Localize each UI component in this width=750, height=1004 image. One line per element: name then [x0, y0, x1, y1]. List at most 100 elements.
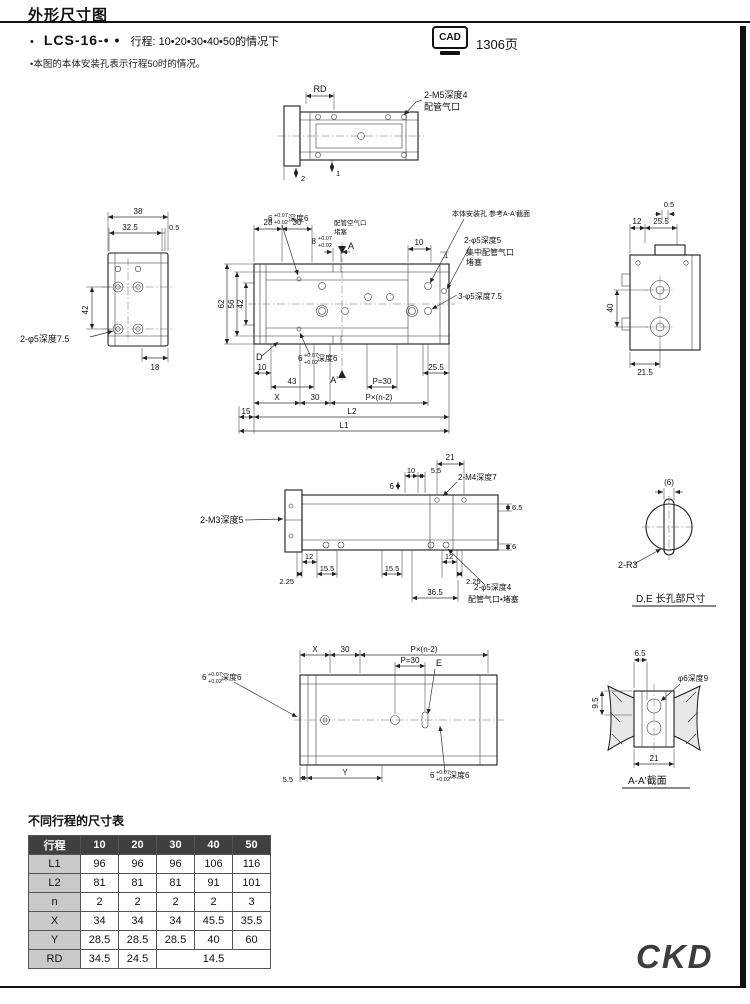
- dim-30: 30: [293, 218, 302, 227]
- cad-icon-label: CAD: [439, 32, 461, 43]
- table-cell: 60: [232, 930, 271, 950]
- ckd-logo: CKD: [636, 938, 714, 975]
- page-title: 外形尺寸图: [28, 7, 109, 24]
- table-cell: 3: [232, 892, 271, 912]
- top-view-drawing: RD 2-M5深度4 配管气口 2 1: [278, 84, 468, 183]
- table-cell: 91: [194, 873, 233, 893]
- right-end-view-drawing: 0.5 12 25.5 40 21.5: [606, 200, 701, 377]
- dimension-lines: [86, 212, 169, 362]
- page-ref: 1306页: [476, 37, 518, 52]
- svg-text:深度6: 深度6: [449, 770, 470, 780]
- section-caption: A-A'截面: [628, 774, 667, 787]
- callout-m5: 2-M5深度4: [424, 89, 468, 100]
- central-port-label: 集中配管气口: [466, 247, 514, 257]
- stroke-dimension-table: 行程 10 20 30 40 50 L1 96 96 96 106 116: [28, 835, 271, 969]
- dim-56: 56: [227, 299, 236, 308]
- dim-30: 30: [341, 645, 350, 654]
- table-header-row: 行程 10 20 30 40 50: [28, 835, 271, 855]
- callout-m3: 2-M3深度5: [200, 514, 244, 525]
- model-line: • LCS-16-• • 行程: 10•20•30•40•50的情况下: [30, 32, 279, 49]
- table-cell: 101: [232, 873, 271, 893]
- table-cell: 81: [80, 873, 119, 893]
- svg-text:+0.02: +0.02: [304, 360, 318, 366]
- table-cell: 34.5: [80, 949, 119, 969]
- oblong-hole-detail-drawing: (6) 2-R3 D,E 长孔部尺寸: [618, 478, 716, 607]
- dim-y: Y: [342, 768, 348, 777]
- stroke-table-section: 不同行程的尺寸表 行程 10 20 30 40 50 L1 96 96 96: [28, 812, 271, 969]
- model-bullet: •: [30, 36, 34, 48]
- svg-text:+0.02: +0.02: [274, 220, 288, 226]
- table-row: RD 34.5 24.5 14.5: [28, 949, 271, 969]
- port-note-2: 堵塞: [334, 227, 348, 236]
- dim-12: 12: [633, 217, 642, 226]
- dim-2-25-right: 2.25: [466, 577, 481, 586]
- svg-text:+0.02: +0.02: [436, 777, 450, 783]
- dim-21-5: 21.5: [637, 368, 653, 377]
- left-end-view-drawing: 38 32.5 0.5 42 18 2-φ5深度7.5: [20, 207, 179, 372]
- table-cell: 45.5: [194, 911, 233, 931]
- dim-15: 15: [242, 407, 251, 416]
- main-details: [254, 264, 449, 344]
- callout-counterbore: 2-φ5深度7.5: [20, 333, 69, 344]
- side-view-details: [285, 495, 498, 550]
- row-label: L2: [28, 873, 81, 893]
- dim-p-n2: P×(n-2): [366, 393, 393, 402]
- row-label: n: [28, 892, 81, 912]
- bottom-view-drawing: X 30 P×(n-2) P=30 E 6 +0.07 +0.02 深度6 6 …: [202, 645, 504, 784]
- table-cell: 24.5: [118, 949, 157, 969]
- table-cell: 28.5: [118, 930, 157, 950]
- dimension-lines: [599, 657, 681, 768]
- dim-6-5: 6.5: [512, 503, 522, 512]
- page-right-border: [740, 26, 746, 988]
- dim-38: 38: [134, 207, 143, 216]
- dim-x: X: [312, 645, 318, 654]
- dim-18: 18: [151, 363, 160, 372]
- left-view-body: [107, 252, 169, 347]
- callout-hole-depth: φ6深度9: [678, 673, 709, 683]
- dim-p-n2: P×(n-2): [411, 645, 438, 654]
- table-cell: 81: [118, 873, 157, 893]
- dimension-lines: [633, 488, 683, 565]
- callout-m5-port: 配管气口: [424, 101, 460, 112]
- callout-c5d5: 2-φ5深度5: [464, 235, 502, 245]
- right-view-body: [629, 244, 701, 351]
- right-view-details: [621, 255, 693, 350]
- dim-21: 21: [446, 453, 455, 462]
- svg-text:+0.07: +0.07: [436, 770, 450, 776]
- model-code: LCS-16-• •: [43, 32, 121, 48]
- svg-text:6: 6: [202, 673, 207, 682]
- dim-10: 10: [407, 466, 415, 475]
- row-label: RD: [28, 949, 81, 969]
- svg-text:深度6: 深度6: [221, 672, 242, 682]
- svg-text:6: 6: [268, 214, 273, 223]
- dim-6-top: 6: [390, 482, 395, 491]
- table-header-cell: 50: [232, 835, 271, 855]
- dim-28: 28: [264, 218, 273, 227]
- table-cell: 40: [194, 930, 233, 950]
- table-caption: 不同行程的尺寸表: [28, 814, 125, 828]
- d-hole-label: D: [256, 352, 263, 362]
- dimension-lines: [233, 650, 489, 782]
- callout-m4: 2-M4深度7: [458, 472, 497, 482]
- table-header-cell: 行程: [28, 835, 81, 855]
- row-label: Y: [28, 930, 81, 950]
- dim-2: 2: [301, 174, 305, 183]
- row-label: L1: [28, 854, 81, 874]
- table-cell: 34: [80, 911, 119, 931]
- dim-5-5: 5.5: [283, 775, 293, 784]
- table-cell: 2: [194, 892, 233, 912]
- dim-43: 43: [288, 377, 297, 386]
- dimension-lines: [224, 218, 471, 434]
- dim-p30: P=30: [401, 656, 420, 665]
- dim-x: X: [274, 393, 280, 402]
- dim-l1: L1: [340, 421, 349, 430]
- dim-42: 42: [236, 299, 245, 308]
- svg-text:+0.07: +0.07: [274, 213, 288, 219]
- left-view-details: [108, 253, 168, 346]
- center-lines: [642, 496, 696, 560]
- main-plan-view-drawing: 28 30 10 1 62 56 42 A A' 6 +0.07 +0.02 深…: [217, 209, 530, 434]
- table-header-cell: 30: [156, 835, 195, 855]
- callout-c5d75: 3-φ5深度7.5: [458, 291, 502, 301]
- svg-text:深度6: 深度6: [288, 213, 309, 223]
- table-row: n 2 2 2 2 3: [28, 892, 271, 912]
